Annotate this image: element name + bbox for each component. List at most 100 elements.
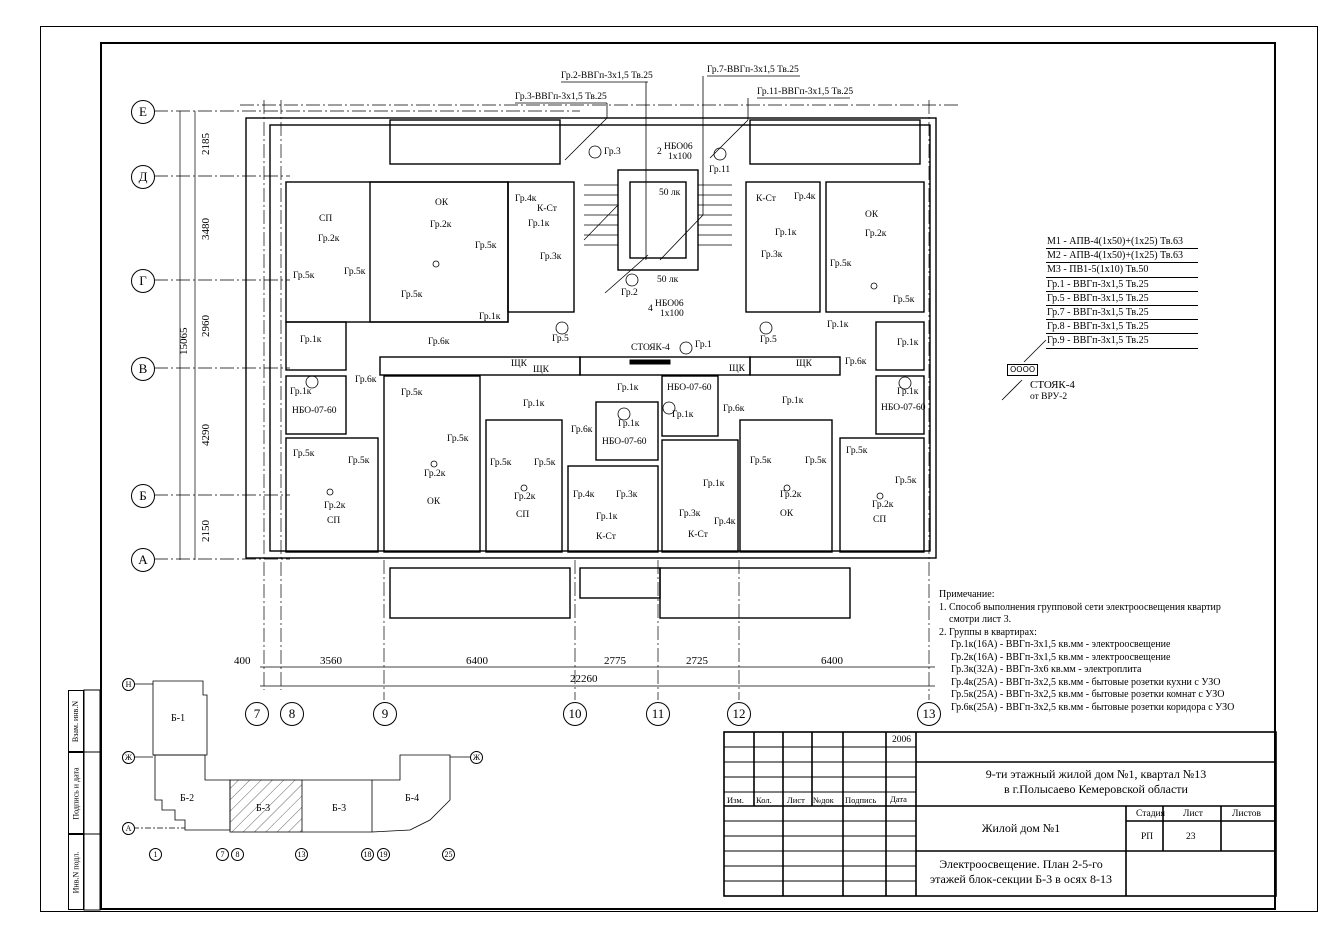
plan-label: Гр.2к: [865, 229, 887, 239]
plan-label: Гр.5к: [401, 290, 423, 300]
plan-label: Гр.3к: [540, 252, 562, 262]
plan-label: НБО-07-60: [881, 403, 926, 413]
plan-label: Гр.2к: [780, 490, 802, 500]
cable-label: Гр.11-ВВГп-3x1,5 Тв.25: [757, 87, 854, 97]
plan-label: ЩК: [796, 359, 812, 369]
axis-row-bubble: Д: [131, 165, 155, 189]
plan-label: Гр.5к: [344, 267, 366, 277]
plan-label: Гр.5к: [293, 449, 315, 459]
axis-row-bubble: Г: [131, 269, 155, 293]
plan-label: К-Ст: [537, 204, 557, 214]
key-plan-block: Б-3: [332, 803, 347, 814]
plan-label: 2: [657, 147, 662, 157]
plan-label: Гр.3к: [679, 509, 701, 519]
axis-row-bubble: А: [131, 548, 155, 572]
axis-lines: [154, 100, 960, 700]
plan-label: Гр.1к: [596, 512, 618, 522]
plan-label: Гр.1к: [479, 312, 501, 322]
legend-row: М2 - АПВ-4(1x50)+(1x25) Тв.63: [1046, 249, 1198, 264]
drawing-title-line: этажей блок-секции Б-3 в осях 8-13: [930, 872, 1112, 886]
dim-vertical: 3480: [200, 218, 212, 240]
plan-label: Гр.5к: [893, 295, 915, 305]
plan-label: Гр.6к: [723, 404, 745, 414]
plan-label: Гр.1к: [672, 410, 694, 420]
plan-label: Гр.4к: [794, 192, 816, 202]
plan-label: К-Ст: [756, 194, 776, 204]
key-axis-bubble: 25: [442, 848, 455, 861]
axis-col-bubble: 11: [646, 702, 670, 726]
drawing-frame: [100, 42, 1276, 910]
plan-label: Гр.5к: [293, 271, 315, 281]
key-axis-bubble: 13: [295, 848, 308, 861]
note-group: Гр.5к(25А) - ВВГп-3x2,5 кв.мм - бытовые …: [951, 689, 1225, 700]
tb-header: Лист: [787, 795, 805, 805]
plan-label: НБО06: [655, 299, 684, 309]
drawing-title: Электроосвещение. План 2-5-го этажей бло…: [916, 857, 1126, 887]
plan-label: Гр.5к: [830, 259, 852, 269]
notes: Примечание: 1. Способ выполнения группов…: [939, 589, 1234, 714]
axis-col-bubble: 10: [563, 702, 587, 726]
key-plan-block: Б-2: [180, 793, 195, 804]
plan-label: Гр.1к: [897, 338, 919, 348]
plan-label: ОК: [435, 198, 449, 208]
legend-row: М3 - ПВ1-5(1x10) Тв.50: [1046, 263, 1198, 278]
plan-label: Гр.5к: [750, 456, 772, 466]
plan-label: НБО-07-60: [667, 383, 712, 393]
tb-header: №док: [813, 795, 834, 805]
project-title: 9-ти этажный жилой дом №1, квартал №13 в…: [916, 767, 1276, 797]
plan-label: Гр.1к: [290, 387, 312, 397]
note-group: Гр.3к(32А) - ВВГп-3x6 кв.мм - электропли…: [951, 664, 1142, 675]
plan-label: Гр.5к: [475, 241, 497, 251]
dim-horizontal: 2775: [604, 655, 626, 667]
key-axis-bubble: А: [122, 822, 135, 835]
stage-value: РП: [1141, 832, 1154, 842]
plan-label: Гр.4к: [573, 490, 595, 500]
title-year: 2006: [892, 735, 911, 745]
axis-row-bubble: Б: [131, 484, 155, 508]
sheet-label: Лист: [1183, 809, 1203, 819]
plan-label: Гр.1к: [775, 228, 797, 238]
dim-horizontal-total: 22260: [570, 673, 598, 685]
plan-label: ОК: [865, 210, 879, 220]
note-item: 1. Способ выполнения групповой сети элек…: [939, 601, 1221, 613]
note-group: Гр.4к(25А) - ВВГп-3x2,5 кв.мм - бытовые …: [951, 676, 1221, 688]
plan-label: СП: [516, 510, 530, 520]
cable-label: Гр.7-ВВГп-3x1,5 Тв.25: [707, 65, 799, 75]
key-axis-bubble: Ж: [470, 751, 483, 764]
key-axis-bubble: 18: [361, 848, 374, 861]
plan-label: ЩК: [511, 359, 527, 369]
note-group: Гр.6к(25А) - ВВГп-3x2,5 кв.мм - бытовые …: [951, 701, 1235, 713]
plan-label: Гр.2к: [430, 220, 452, 230]
plan-label: Гр.5: [552, 334, 569, 344]
axis-col-bubble: 13: [917, 702, 941, 726]
project-line: в г.Полысаево Кемеровской области: [1004, 782, 1188, 796]
riser-bar: [629, 359, 671, 365]
plan-label: Гр.1к: [782, 396, 804, 406]
plan-label: ЩК: [533, 365, 549, 375]
legend-row: Гр.5 - ВВГп-3x1,5 Тв.25: [1046, 292, 1198, 306]
drawing-title-line: Электроосвещение. План 2-5-го: [939, 857, 1103, 871]
plan-label: Гр.6к: [571, 425, 593, 435]
plan-label: Гр.2: [621, 288, 638, 298]
tb-header: Дата: [890, 794, 907, 804]
dim-horizontal: 400: [234, 655, 251, 667]
stamp-cell: Подпись и дата: [68, 752, 84, 834]
axis-col-bubble: 9: [373, 702, 397, 726]
dim-vertical: 4290: [200, 424, 212, 446]
plan-label: НБО06: [664, 142, 693, 152]
plan-label: Гр.1к: [617, 383, 639, 393]
plan-label: Гр.1к: [300, 335, 322, 345]
dimension-lines: [179, 111, 935, 687]
axis-row-bubble: Е: [131, 100, 155, 124]
riser-label: СТОЯК-4: [1030, 379, 1075, 391]
key-axis-bubble: 8: [231, 848, 244, 861]
dim-vertical: 2960: [200, 315, 212, 337]
plan-label: Гр.1к: [827, 320, 849, 330]
key-axis-bubble: Ж: [122, 751, 135, 764]
dim-horizontal: 3560: [320, 655, 342, 667]
tb-header: Кол.: [756, 795, 772, 805]
plan-label: Гр.2к: [514, 492, 536, 502]
plan-label: 50 лк: [659, 188, 681, 198]
plan-label: 1x100: [660, 309, 684, 319]
key-axis-bubble: 7: [216, 848, 229, 861]
